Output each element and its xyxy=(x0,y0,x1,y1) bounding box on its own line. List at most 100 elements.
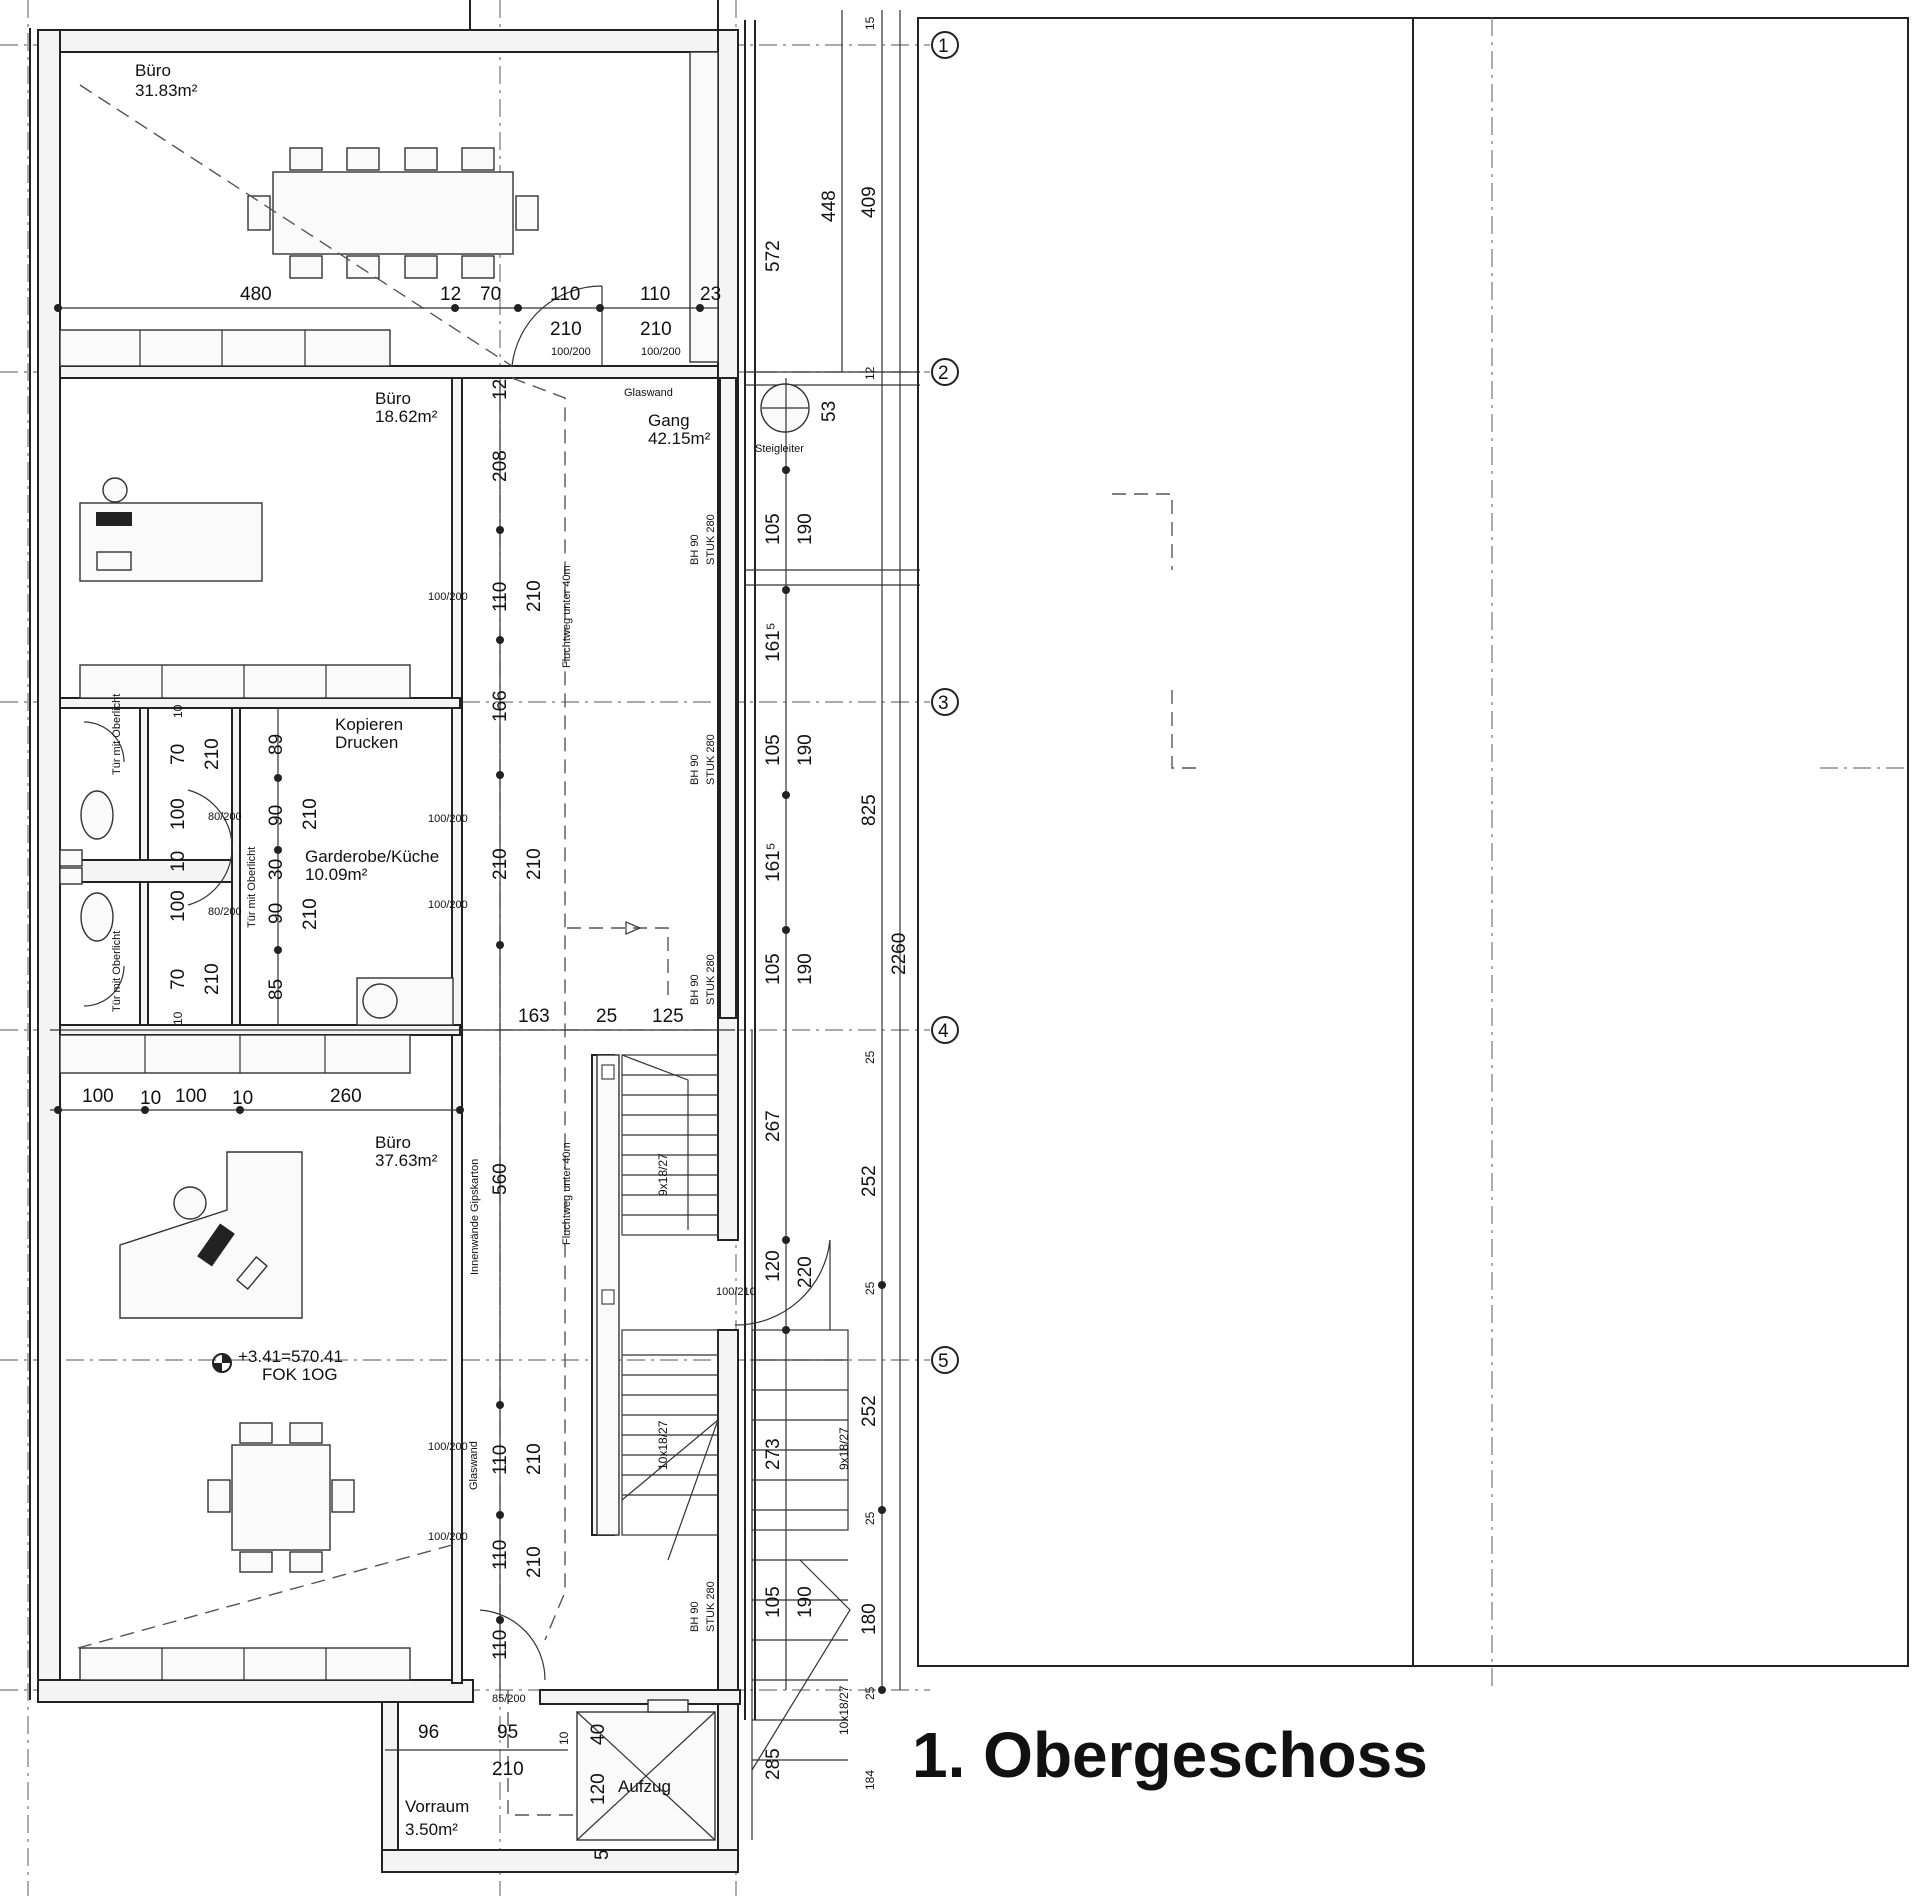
dim-190-c: 190 xyxy=(795,953,816,985)
dim-10-a: 10 xyxy=(140,1088,161,1109)
dim-210-i: 210 xyxy=(202,738,223,770)
dim-190-d: 190 xyxy=(795,1586,816,1618)
dim-448: 448 xyxy=(819,190,840,222)
dim-110-c: 110 xyxy=(490,582,511,612)
dim-180: 180 xyxy=(859,1603,880,1635)
dim-120-a: 120 xyxy=(763,1250,784,1282)
dim-572: 572 xyxy=(763,240,784,272)
label-bh-4: BH 90 xyxy=(689,1601,701,1632)
dim-70-c: 70 xyxy=(168,969,189,990)
label-stair-run-3: 9x18/27 xyxy=(837,1427,851,1470)
dim-25-b: 25 xyxy=(863,1281,877,1295)
axis-marker-4: 4 xyxy=(931,1016,959,1044)
sheet-title: 1. Obergeschoss xyxy=(912,1719,1428,1791)
dim-25-c: 25 xyxy=(863,1511,877,1525)
dim-96: 96 xyxy=(418,1722,439,1743)
dim-70: 70 xyxy=(480,284,501,305)
room-area-office-3: 37.63m² xyxy=(375,1151,438,1170)
door-fraction-6: 80/200 xyxy=(208,811,242,823)
label-fok: FOK 1OG xyxy=(262,1365,338,1384)
dim-252-a: 252 xyxy=(859,1165,880,1197)
room-area-wardrobe-kitchen: 10.09m² xyxy=(305,865,368,884)
door-fraction-9: 100/200 xyxy=(428,1441,468,1453)
label-steigleiter: Steigleiter xyxy=(755,443,804,455)
room-name-wardrobe-kitchen: Garderobe/Küche xyxy=(305,847,439,866)
axis-label-2: 2 xyxy=(938,363,949,384)
door-fraction-11: 85/200 xyxy=(492,1693,526,1705)
dim-560: 560 xyxy=(490,1163,511,1195)
dim-220: 220 xyxy=(795,1256,816,1288)
dim-210-l: 210 xyxy=(202,963,223,995)
room-area-office-1: 31.83m² xyxy=(135,81,198,100)
label-innenwaende: Innenwände Gipskarton xyxy=(469,1159,481,1275)
axis-marker-5: 5 xyxy=(931,1346,959,1374)
axis-label-3: 3 xyxy=(938,693,949,714)
label-glaswand-2: Glaswand xyxy=(468,1441,480,1490)
label-tuer-oberlicht-1: Tür mit Oberlicht xyxy=(111,694,123,775)
room-name-office-1: Büro xyxy=(135,61,171,80)
dim-15: 15 xyxy=(863,16,877,30)
dim-25: 25 xyxy=(596,1006,617,1027)
label-bh-2: BH 90 xyxy=(689,754,701,785)
label-stuk-1: STUK 280 xyxy=(705,514,717,565)
dim-25-d: 25 xyxy=(863,1686,877,1700)
dim-190-b: 190 xyxy=(795,734,816,766)
elevator xyxy=(576,1699,716,1841)
axis-label-1: 1 xyxy=(938,36,949,57)
label-glaswand: Glaswand xyxy=(624,387,673,399)
room-name-corridor: Gang xyxy=(648,411,690,430)
dim-110-f: 110 xyxy=(490,1630,511,1660)
dim-163: 163 xyxy=(518,1006,550,1027)
dim-25-a: 25 xyxy=(863,1050,877,1064)
axis-label-5: 5 xyxy=(938,1351,949,1372)
dim-252-b: 252 xyxy=(859,1395,880,1427)
label-level: +3.41=570.41 xyxy=(238,1347,343,1366)
door-fraction-2: 100/200 xyxy=(641,346,681,358)
door-fraction-3: 100/200 xyxy=(428,591,468,603)
dim-210-j: 210 xyxy=(300,798,321,830)
outer-walls xyxy=(29,0,741,1873)
dim-166: 166 xyxy=(490,690,511,722)
dim-100-a: 100 xyxy=(82,1086,114,1107)
label-bh-1: BH 90 xyxy=(689,534,701,565)
dim-110-e: 110 xyxy=(490,1540,511,1570)
label-stair-run-2: 10x18/27 xyxy=(656,1420,670,1470)
dim-105-d: 105 xyxy=(763,1586,784,1618)
dim-210-g: 210 xyxy=(524,1443,545,1475)
dim-120-b: 120 xyxy=(588,1773,609,1805)
dim-210-h: 210 xyxy=(524,1546,545,1578)
label-tuer-oberlicht-3: Tür mit Oberlicht xyxy=(111,931,123,1012)
door-fraction-5: 100/200 xyxy=(428,899,468,911)
dim-105-b: 105 xyxy=(763,734,784,766)
dim-210-e: 210 xyxy=(490,848,511,880)
dim-105-c: 105 xyxy=(763,953,784,985)
label-tuer-oberlicht-2: Tür mit Oberlicht xyxy=(246,847,258,928)
dim-105-a: 105 xyxy=(763,513,784,545)
label-fluchtweg-2: Fluchtweg unter 40m xyxy=(561,1142,573,1245)
dimension-text-vertical: 15 448 409 572 12 53 825 2260 252 25 25 … xyxy=(168,16,910,1860)
dim-100-d: 100 xyxy=(168,890,189,922)
escape-route xyxy=(507,377,669,1816)
dim-85: 85 xyxy=(266,979,287,1000)
dim-90-a: 90 xyxy=(266,805,287,826)
dim-53: 53 xyxy=(819,401,840,422)
dim-12-c: 12 xyxy=(490,379,511,400)
dim-273: 273 xyxy=(763,1438,784,1470)
dim-23: 23 xyxy=(700,284,721,305)
axis-marker-3: 3 xyxy=(931,688,959,716)
dim-10-d: 10 xyxy=(168,851,189,872)
dim-210-f: 210 xyxy=(524,848,545,880)
axis-markers: 1 2 3 4 5 xyxy=(931,31,959,1374)
facade-panel xyxy=(744,17,1909,1720)
dim-210-d: 210 xyxy=(524,580,545,612)
axis-marker-2: 2 xyxy=(931,358,959,386)
room-area-anteroom: 3.50m² xyxy=(405,1820,458,1839)
label-bh-3: BH 90 xyxy=(689,974,701,1005)
room-area-office-2: 18.62m² xyxy=(375,407,438,426)
dim-267: 267 xyxy=(763,1110,784,1142)
dim-208: 208 xyxy=(490,450,511,482)
dim-5: 5 xyxy=(592,1849,613,1860)
doors xyxy=(83,285,831,1681)
dim-10-c: 10 xyxy=(171,704,185,718)
dim-30: 30 xyxy=(266,859,287,880)
